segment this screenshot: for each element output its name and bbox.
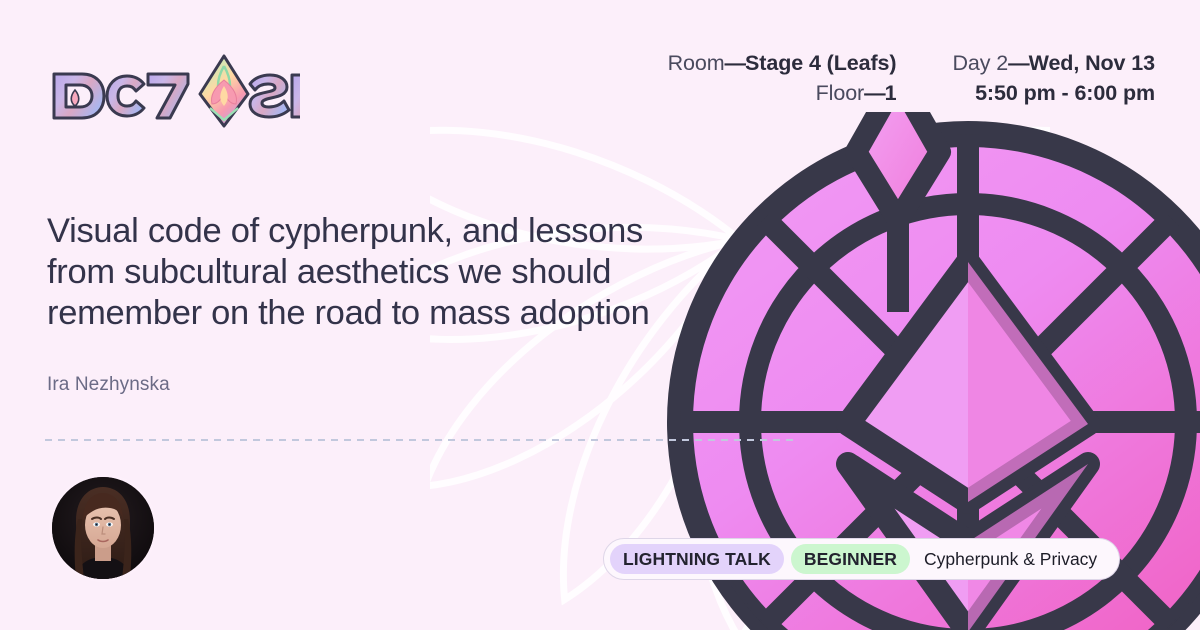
meta-floor-label: Floor bbox=[815, 81, 865, 105]
meta-room-line: Room—Stage 4 (Leafs) bbox=[668, 48, 897, 78]
meta-floor-dash: — bbox=[864, 81, 885, 105]
logo-sea bbox=[248, 73, 300, 119]
speaker-avatar bbox=[52, 477, 154, 579]
meta-day-line: Day 2—Wed, Nov 13 bbox=[952, 48, 1155, 78]
session-title: Visual code of cypherpunk, and lessons f… bbox=[47, 211, 727, 334]
session-meta: Room—Stage 4 (Leafs) Floor—1 Day 2—Wed, … bbox=[668, 48, 1156, 108]
session-title-line-1: Visual code of cypherpunk, and lessons bbox=[47, 212, 643, 250]
badge-format[interactable]: LIGHTNING TALK bbox=[610, 544, 784, 574]
meta-day-dash: — bbox=[1008, 51, 1029, 75]
badge-level[interactable]: BEGINNER bbox=[790, 544, 911, 574]
meta-day-label: Day 2 bbox=[952, 51, 1009, 75]
meta-room-label: Room bbox=[667, 51, 725, 75]
logo-dc7 bbox=[52, 72, 190, 120]
meta-floor-line: Floor—1 bbox=[668, 78, 897, 108]
meta-room-dash: — bbox=[724, 51, 746, 75]
session-title-line-3: remember on the road to mass adoption bbox=[47, 294, 650, 332]
meta-room-floor: Room—Stage 4 (Leafs) Floor—1 bbox=[668, 48, 897, 108]
logo-lotus-diamond-icon bbox=[198, 54, 250, 128]
avatar-portrait-icon bbox=[52, 477, 154, 579]
meta-room-value: Stage 4 (Leafs) bbox=[745, 51, 897, 75]
session-title-line-2: from subcultural aesthetics we should bbox=[47, 253, 612, 291]
meta-floor-value: 1 bbox=[884, 81, 897, 105]
dc7-sea-logo bbox=[52, 54, 300, 128]
meta-day-time: Day 2—Wed, Nov 13 5:50 pm - 6:00 pm bbox=[952, 48, 1155, 108]
badge-track[interactable]: Cypherpunk & Privacy bbox=[924, 548, 1098, 569]
section-divider bbox=[45, 439, 793, 441]
speaker-name: Ira Nezhynska bbox=[47, 374, 170, 395]
logo-lotus-in-d bbox=[70, 88, 80, 108]
meta-time: 5:50 pm - 6:00 pm bbox=[975, 81, 1155, 105]
session-badges: LIGHTNING TALK BEGINNER Cypherpunk & Pri… bbox=[603, 538, 1121, 580]
meta-day-value: Wed, Nov 13 bbox=[1028, 51, 1155, 75]
